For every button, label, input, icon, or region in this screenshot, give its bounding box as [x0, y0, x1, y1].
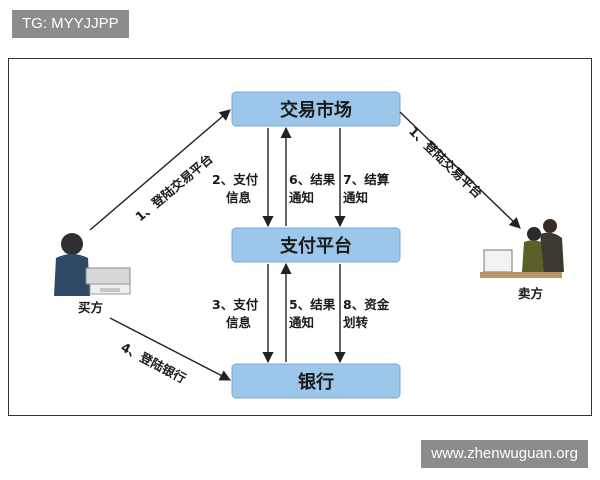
- label-buyer-login-market: 1、登陆交易平台: [132, 151, 215, 224]
- label-3b: 信息: [226, 315, 252, 330]
- buyer-label: 买方: [78, 300, 103, 315]
- payment-label: 支付平台: [279, 235, 352, 257]
- watermark-top: TG: MYYJJPP: [12, 10, 129, 38]
- label-2b: 信息: [226, 190, 252, 205]
- label-3a: 3、支付: [212, 297, 259, 312]
- label-seller-login-market: 1、登陆交易平台: [406, 123, 486, 201]
- label-8a: 8、资金: [343, 297, 390, 312]
- bank-node: 银行: [231, 363, 401, 399]
- seller-label: 卖方: [518, 286, 543, 301]
- label-2a: 2、支付: [212, 172, 259, 187]
- watermark-bottom: www.zhenwuguan.org: [421, 440, 588, 468]
- bank-label: 银行: [298, 371, 334, 393]
- market-node: 交易市场: [231, 91, 401, 127]
- market-label: 交易市场: [280, 99, 352, 121]
- seller-people-icon: [480, 219, 564, 278]
- label-5a: 5、结果: [289, 297, 336, 312]
- label-5b: 通知: [289, 315, 314, 330]
- arrow-buyer-to-bank: [109, 317, 231, 381]
- buyer-person-icon: [54, 233, 131, 296]
- label-6b: 通知: [289, 190, 314, 205]
- label-8b: 划转: [343, 315, 369, 330]
- label-7a: 7、结算: [343, 172, 390, 187]
- payment-node: 支付平台: [231, 227, 401, 263]
- label-7b: 通知: [343, 190, 368, 205]
- label-buyer-login-bank: 4、登陆银行: [119, 339, 189, 386]
- label-6a: 6、结果: [289, 172, 336, 187]
- arrow-buyer-to-market: [89, 109, 231, 231]
- arrow-market-to-seller: [399, 111, 521, 229]
